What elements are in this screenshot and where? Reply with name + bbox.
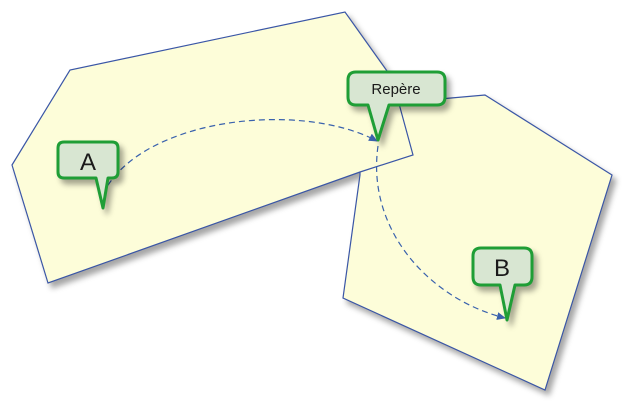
- callout-repere[interactable]: Repère: [346, 70, 447, 142]
- callout-a-bubble: [56, 140, 120, 210]
- route-a-to-repere: [102, 119, 378, 195]
- callout-b-label: B: [494, 255, 510, 282]
- callout-repere-bubble: [346, 70, 447, 142]
- region-right: [342, 94, 613, 391]
- callout-a-label: A: [80, 149, 96, 176]
- callout-a[interactable]: A: [56, 140, 120, 210]
- callout-b[interactable]: B: [471, 246, 534, 322]
- callout-repere-label: Repère: [371, 81, 420, 98]
- regions: [11, 11, 613, 391]
- callout-b-bubble: [471, 246, 534, 322]
- route-repere-to-b: [376, 145, 506, 320]
- region-left: [11, 11, 414, 284]
